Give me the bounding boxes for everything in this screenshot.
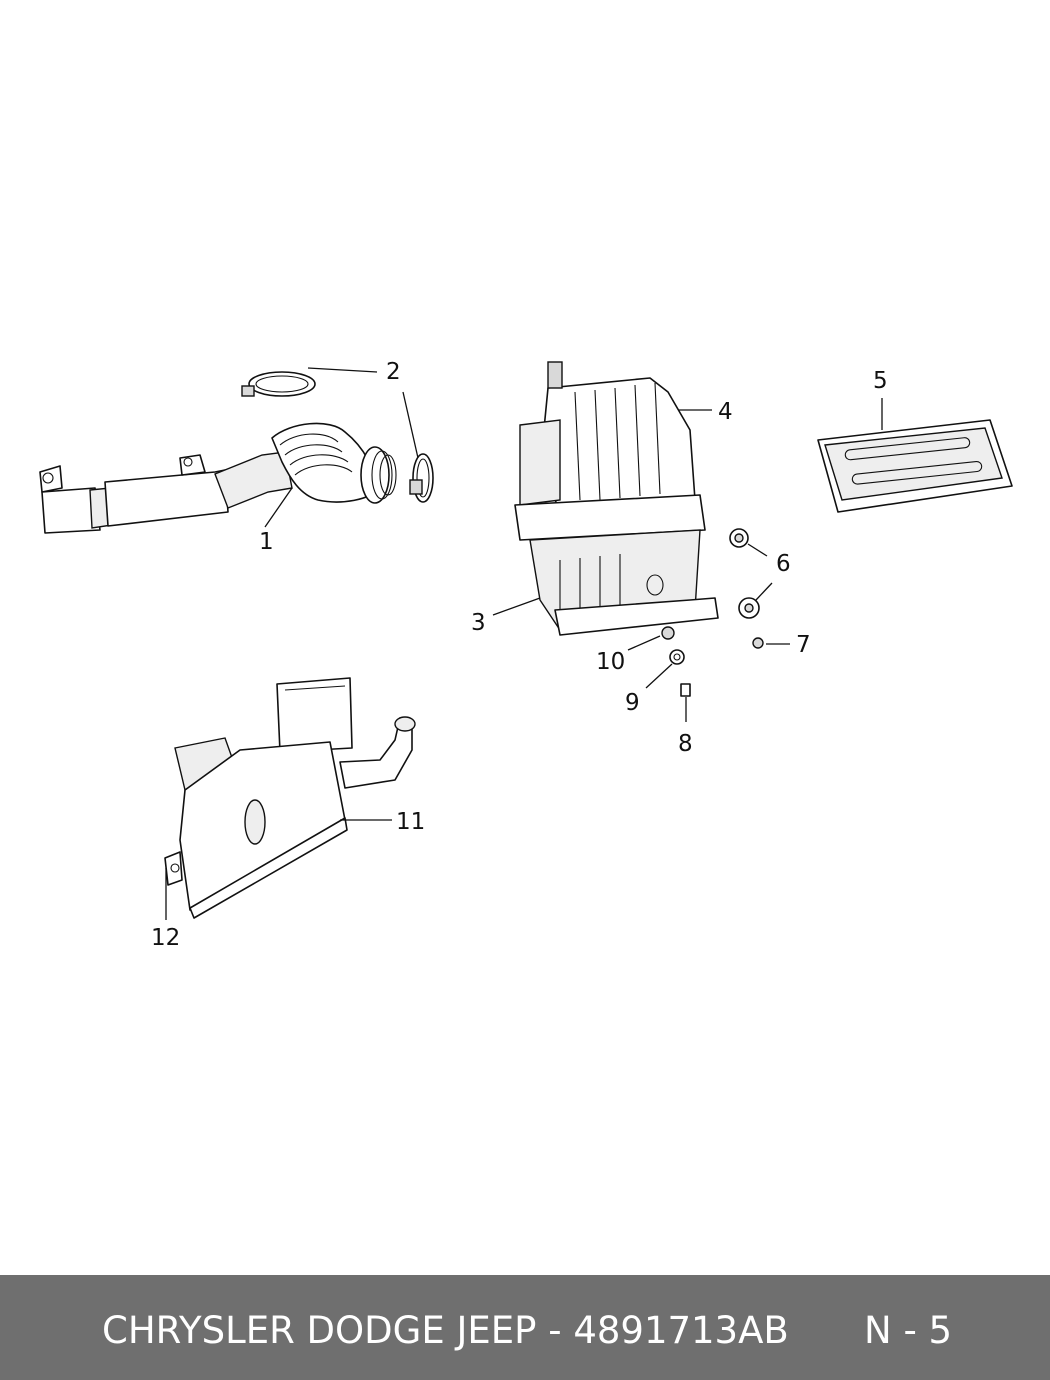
parts-diagram: 1 2 3 4 5 6 7 8 9 10 11 12	[39, 359, 1013, 951]
footer-bar: CHRYSLER DODGE JEEP - 4891713AB N - 5	[0, 1275, 1050, 1380]
callout-2: 2	[386, 359, 401, 385]
callout-4: 4	[718, 399, 733, 425]
footer-part-text: CHRYSLER DODGE JEEP - 4891713AB	[102, 1309, 789, 1352]
callout-6: 6	[776, 551, 791, 577]
callout-9: 9	[625, 690, 640, 716]
callout-1: 1	[259, 529, 274, 555]
callout-7: 7	[796, 632, 811, 658]
callout-3: 3	[471, 610, 486, 636]
callout-5: 5	[873, 368, 888, 394]
air-cleaner-housing-part	[514, 361, 719, 636]
intake-duct-part	[39, 422, 397, 534]
callout-12: 12	[151, 925, 180, 951]
callout-8: 8	[678, 731, 693, 757]
fasteners-parts	[661, 528, 764, 697]
hose-clamp-part	[241, 371, 434, 503]
footer-page-code: N - 5	[864, 1309, 953, 1352]
air-filter-part	[817, 419, 1013, 513]
air-inlet-duct-part	[164, 677, 416, 919]
callout-10: 10	[596, 649, 625, 675]
leader-lines	[165, 367, 883, 920]
callout-11: 11	[396, 809, 425, 835]
callout-labels: 1 2 3 4 5 6 7 8 9 10 11 12	[151, 359, 888, 951]
